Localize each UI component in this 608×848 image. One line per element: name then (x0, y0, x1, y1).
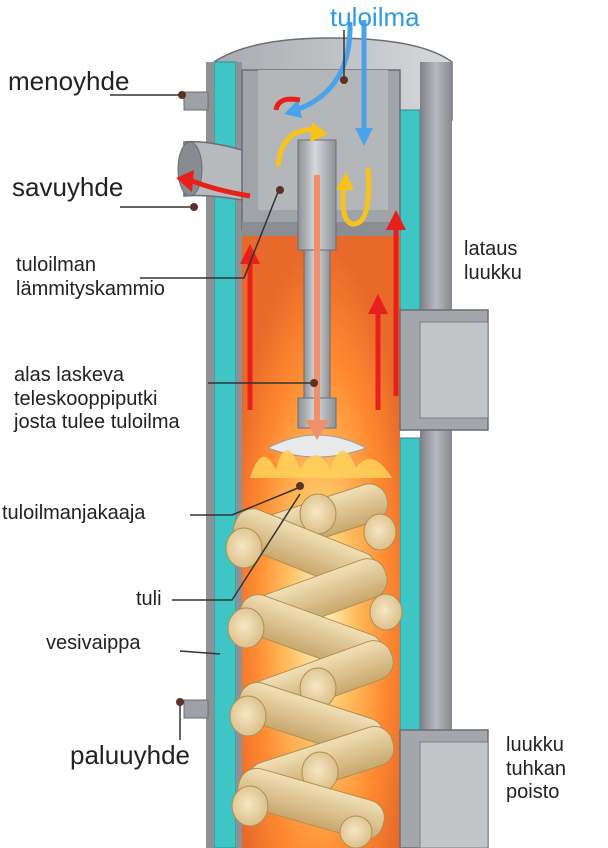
label-tuloilmanjakaaja: tuloilmanjakaaja (2, 502, 146, 524)
inner-wall-left (236, 62, 242, 848)
label-alas-line2: teleskooppiputki (14, 387, 158, 410)
flames (250, 450, 392, 478)
ash-door-face (419, 741, 489, 848)
label-lataus-line1: lataus (464, 238, 518, 260)
label-tuhka-line2: tuhkan (506, 757, 567, 780)
label-alas-line1: alas laskeva (14, 364, 125, 386)
flue-gas-arrows (176, 96, 406, 410)
return-pipe (183, 699, 209, 719)
hot-air-arrows (275, 122, 372, 227)
label-alas-line3: josta tulee tuloilma (14, 411, 180, 434)
label-teleskooppiputki: alas laskeva teleskooppiputki josta tule… (14, 364, 180, 435)
label-tuloilma: tuloilma (330, 2, 420, 32)
label-tuli: tuli (136, 588, 162, 610)
label-tuloilman-line1: tuloilman (16, 254, 97, 276)
outer-wall-right-lower (420, 430, 452, 740)
loading-door-face (419, 321, 489, 419)
label-paluuyhde: paluuyhde (70, 740, 190, 770)
outer-wall-right (420, 62, 452, 322)
label-tuloilman-lammityskammio: tuloilman lämmityskammio (16, 254, 165, 301)
label-tuhka-line3: poisto (506, 781, 560, 804)
outer-wall-left (206, 62, 214, 848)
label-luukku-tuhkan-poisto: luukku tuhkan poisto (506, 734, 566, 805)
water-jacket-right-lower (399, 437, 421, 739)
label-lataus-luukku: lataus luukku (464, 238, 522, 285)
label-tuloilman-line2: lämmityskammio (16, 277, 165, 300)
label-menoyhde: menoyhde (8, 66, 130, 96)
intake-air-arrows (284, 20, 373, 146)
leader-lines (110, 30, 348, 740)
label-savuyhde: savuyhde (12, 172, 124, 202)
outlet-pipe (183, 91, 209, 111)
label-vesivaippa: vesivaippa (46, 632, 141, 654)
label-lataus-line2: luukku (464, 261, 522, 284)
firewood (225, 483, 403, 848)
descending-air-arrow (305, 175, 329, 440)
label-tuhka-line1: luukku (506, 734, 564, 756)
water-jacket-right (399, 109, 421, 311)
